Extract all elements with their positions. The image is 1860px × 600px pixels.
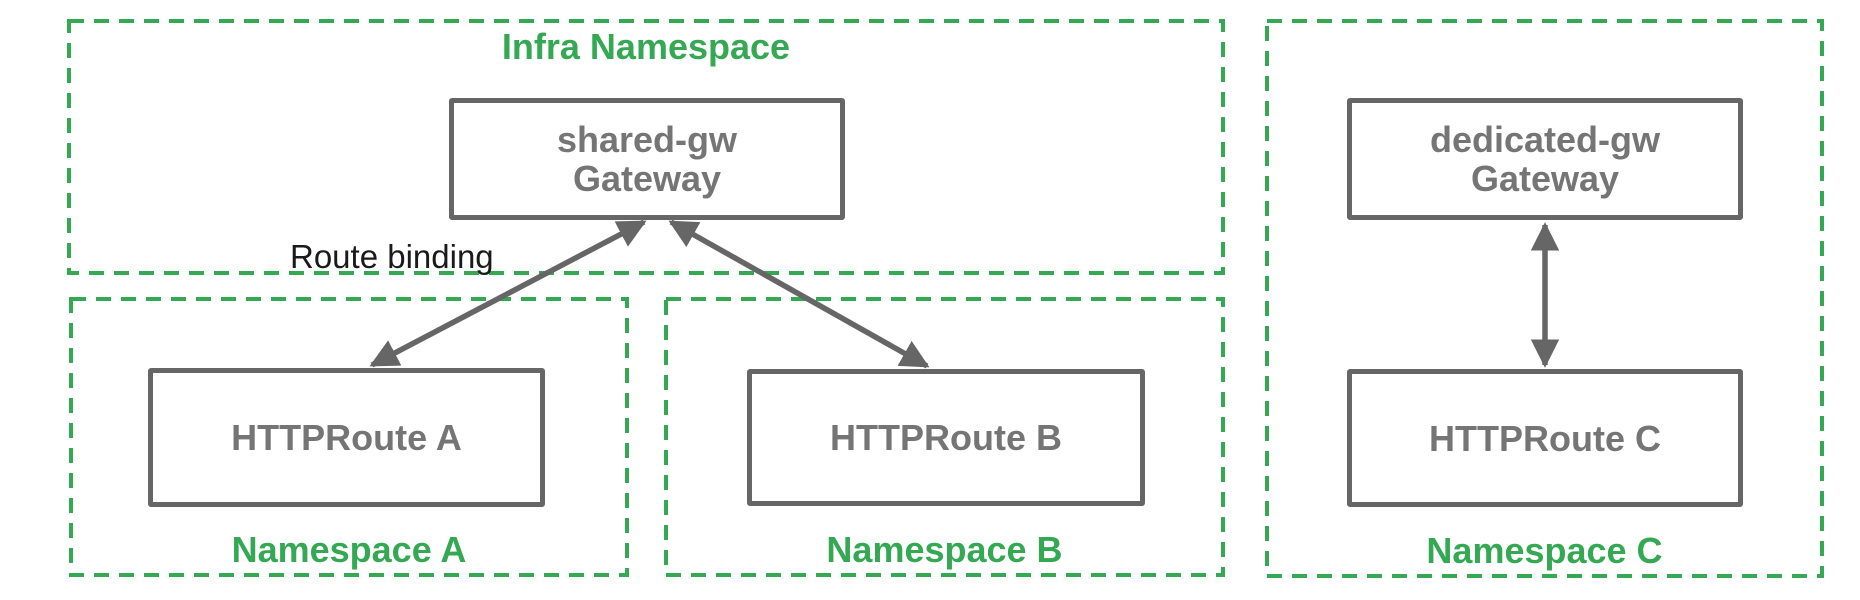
namespace-c-label: Namespace C (1426, 530, 1663, 571)
namespace-a: HTTPRoute A Namespace A (71, 299, 627, 575)
shared-gw-gateway-node: shared-gw Gateway (449, 98, 845, 220)
httproute-a-node: HTTPRoute A (148, 368, 545, 507)
httproute-c-node: HTTPRoute C (1347, 369, 1743, 507)
httproute-b-node: HTTPRoute B (747, 369, 1145, 506)
namespace-b-label: Namespace B (826, 529, 1063, 570)
namespace-b: HTTPRoute B Namespace B (666, 299, 1223, 575)
dedicated-gw-gateway-name: dedicated-gw (1429, 119, 1661, 160)
httproute-b-label: HTTPRoute B (830, 417, 1062, 458)
namespace-c: dedicated-gw Gateway HTTPRoute C Namespa… (1267, 21, 1822, 576)
shared-gw-gateway-kind: Gateway (572, 158, 722, 199)
infra-namespace: Infra Namespace shared-gw Gateway (69, 21, 1223, 273)
httproute-c-label: HTTPRoute C (1429, 417, 1661, 459)
route-binding-edge-label: Route binding (290, 238, 494, 275)
namespace-a-label: Namespace A (231, 529, 467, 570)
infra-namespace-label: Infra Namespace (501, 26, 791, 67)
shared-gw-gateway-name: shared-gw (556, 119, 738, 160)
httproute-a-label: HTTPRoute A (231, 417, 462, 458)
dedicated-gw-gateway-kind: Gateway (1470, 158, 1620, 199)
dedicated-gw-gateway-node: dedicated-gw Gateway (1347, 98, 1743, 220)
